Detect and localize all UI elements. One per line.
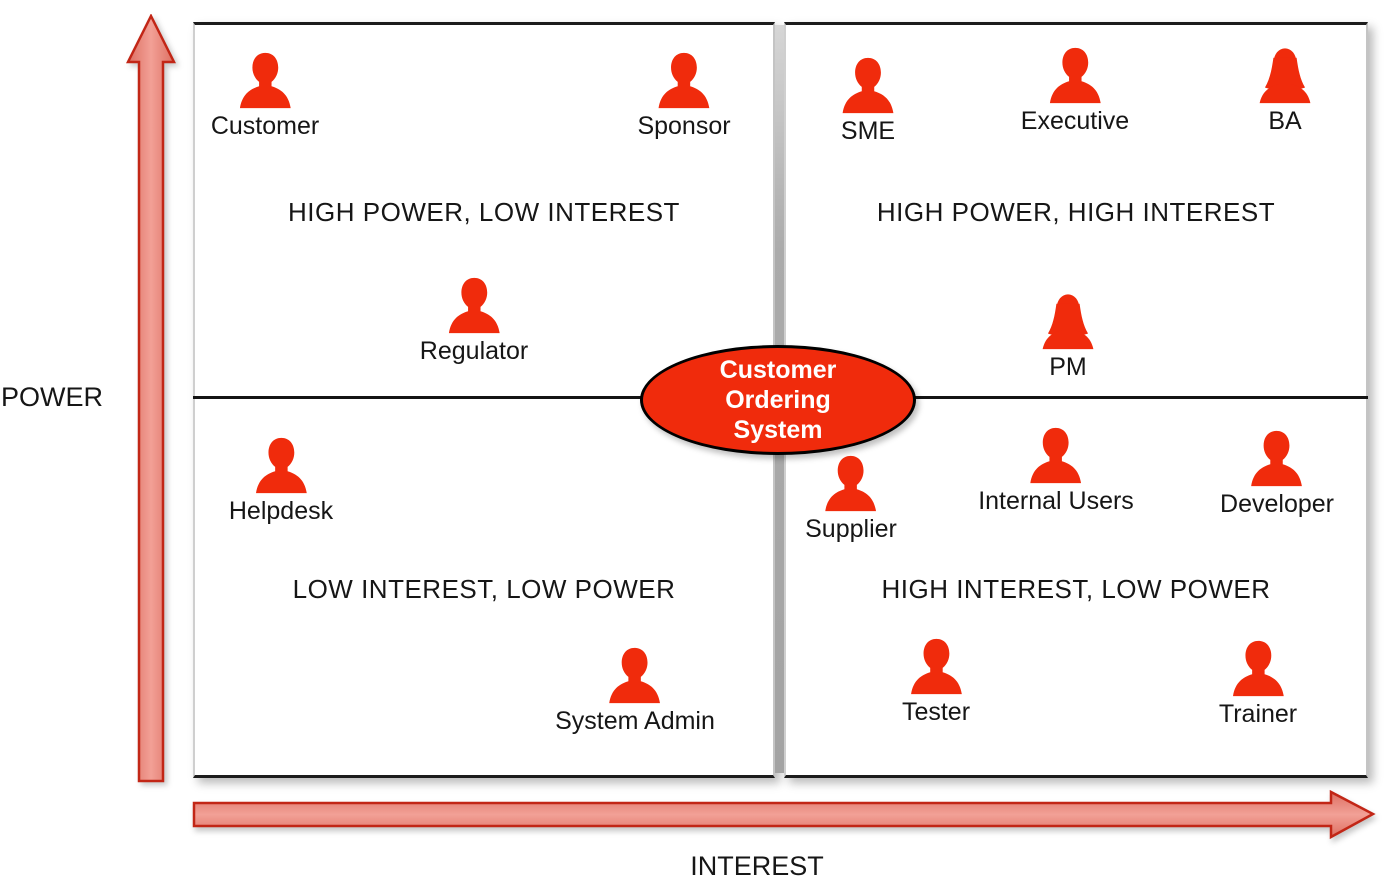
stakeholder-label: Executive (1020, 107, 1130, 135)
stakeholder-label: BA (1268, 107, 1302, 135)
person-icon (658, 52, 710, 109)
person-icon (1049, 47, 1101, 104)
stakeholder-label: Regulator (419, 337, 529, 365)
stakeholder-label: Helpdesk (228, 497, 334, 525)
quadrant-label-low-interest-low-power: LOW INTEREST, LOW POWER (292, 574, 676, 604)
stakeholder-label: Customer (210, 112, 320, 140)
stakeholder-sme: SME (840, 57, 897, 146)
interest-axis-label: INTEREST (690, 851, 824, 881)
person-icon (1030, 427, 1082, 484)
quadrant-label-high-interest-low-power: HIGH INTEREST, LOW POWER (881, 574, 1271, 604)
stakeholder-helpdesk: Helpdesk (229, 437, 333, 526)
person-icon (825, 455, 877, 512)
stakeholder-label: SME (840, 117, 896, 145)
stakeholder-label: Supplier (805, 515, 897, 543)
stakeholder-trainer: Trainer (1219, 640, 1297, 729)
power-axis-arrow-icon (126, 14, 176, 783)
stakeholder-label: Internal Users (978, 487, 1134, 515)
person-icon (609, 647, 661, 704)
stakeholder-label: PM (1049, 353, 1087, 381)
stakeholder-executive: Executive (1021, 47, 1129, 136)
stakeholder-sponsor: Sponsor (637, 52, 731, 141)
quadrant-label-high-power-low-interest: HIGH POWER, LOW INTEREST (288, 197, 680, 227)
person-icon (1251, 430, 1303, 487)
person-icon (910, 638, 962, 695)
stakeholder-regulator: Regulator (420, 277, 528, 366)
person-icon (1232, 640, 1284, 697)
stakeholder-label: Tester (901, 698, 971, 726)
quadrant-label-high-power-high-interest: HIGH POWER, HIGH INTEREST (876, 197, 1276, 227)
stakeholder-customer: Customer (211, 52, 319, 141)
person-female-icon (1259, 48, 1311, 104)
stakeholder-ba: BA (1257, 47, 1314, 136)
person-icon (239, 52, 291, 109)
stakeholder-label: System Admin (555, 707, 715, 735)
interest-axis-arrow-icon (192, 789, 1376, 840)
stakeholder-label: Developer (1220, 490, 1334, 518)
person-icon (255, 437, 307, 494)
stakeholder-label: Sponsor (637, 112, 731, 140)
stakeholder-internal-users: Internal Users (978, 427, 1134, 516)
system-node: Customer Ordering System (640, 345, 916, 455)
person-icon (448, 277, 500, 334)
stakeholder-label: Trainer (1218, 700, 1298, 728)
system-node-label: Customer Ordering System (719, 356, 837, 444)
stakeholder-system-admin: System Admin (555, 647, 715, 736)
stakeholder-supplier: Supplier (805, 455, 897, 544)
stakeholder-developer: Developer (1220, 430, 1334, 519)
person-female-icon (1042, 294, 1094, 350)
power-axis-label: POWER (0, 382, 103, 412)
stakeholder-tester: Tester (902, 638, 970, 727)
person-icon (842, 57, 894, 114)
stakeholder-pm: PM (1040, 293, 1097, 382)
